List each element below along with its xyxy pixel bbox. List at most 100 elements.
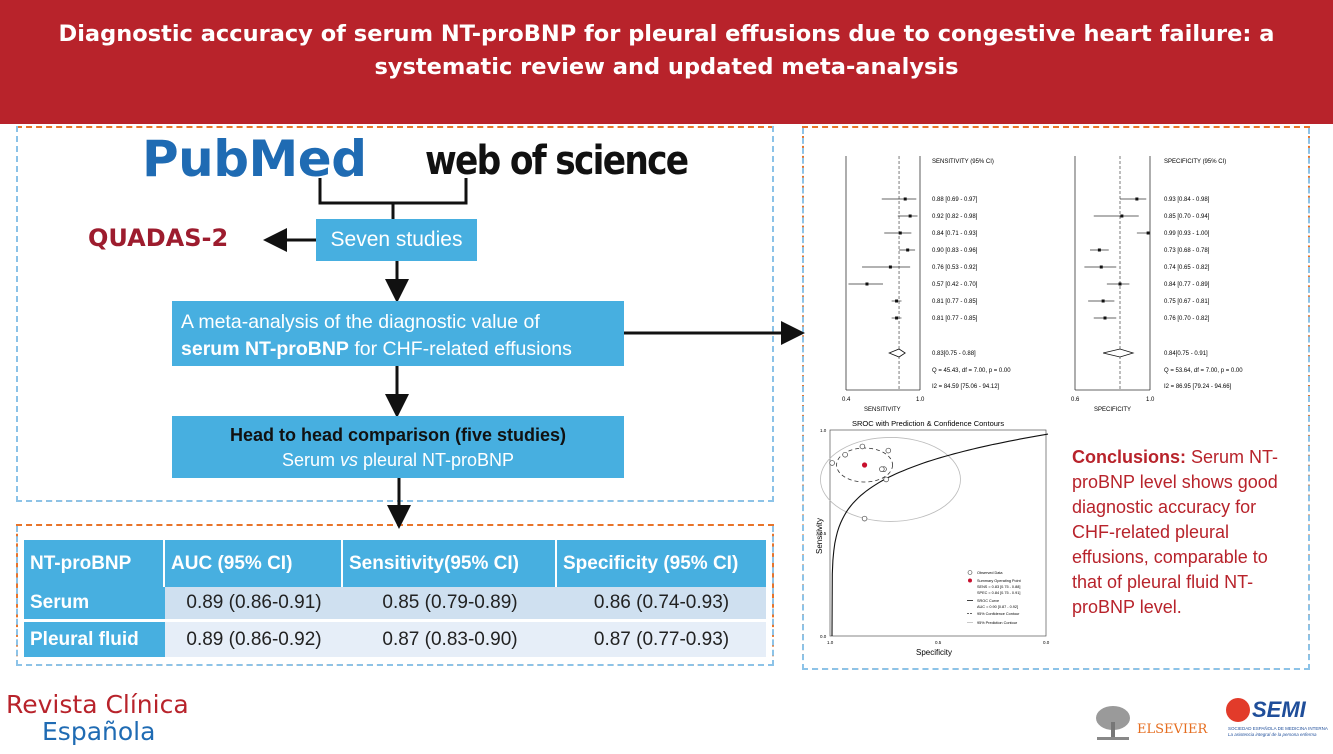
sens-q-stat: Q = 45.43, df = 7.00, p = 0.00 — [932, 368, 1011, 374]
sroc-ylabel: Sensitivity — [815, 518, 824, 554]
sroc-ticks: 1.0 0.5 0.0 0.0 0.5 1.0 — [820, 428, 1050, 645]
pubmed-logo: PubMed — [142, 130, 367, 188]
legend-observed-marker — [967, 570, 973, 575]
legend-entry: 95% Confidence Contour — [977, 612, 1020, 616]
observed-point — [859, 443, 866, 450]
title-line-1: Diagnostic accuracy of serum NT-proBNP f… — [58, 21, 1275, 47]
column-header: NT-proBNP — [24, 540, 165, 587]
sroc-y-tick: 1.0 — [820, 428, 827, 433]
observed-point — [842, 451, 848, 458]
sensitivity-cell: 0.87 (0.83-0.90) — [343, 622, 557, 657]
spec-study-label: 0.76 [0.70 - 0.82] — [1164, 316, 1210, 322]
seven-studies-box: Seven studies — [316, 219, 477, 261]
sroc-frame — [829, 429, 1047, 637]
web-of-science-logo: web of science — [425, 138, 689, 184]
spec-study-label: 0.84 [0.77 - 0.89] — [1164, 282, 1210, 288]
spec-point — [1135, 197, 1139, 201]
spec-study-label: 0.93 [0.84 - 0.98] — [1164, 197, 1210, 203]
specificity-cell: 0.87 (0.77-0.93) — [557, 622, 766, 657]
semi-tagline: La asistencia integral de la persona enf… — [1228, 732, 1317, 737]
sroc-curve — [831, 433, 1049, 637]
observed-point — [861, 515, 868, 522]
spec-study-label: 0.75 [0.67 - 0.81] — [1164, 299, 1210, 305]
semi-logo-icon — [1226, 698, 1250, 722]
sensitivity-forest-plot: SENSITIVITY (95% CI) 0.4 1.0 SENSITIVITY… — [842, 156, 1011, 413]
sroc-x-tick: 0.0 — [1043, 640, 1050, 645]
spec-point — [1120, 214, 1124, 218]
spec-point — [1103, 316, 1107, 320]
head-serum: Serum — [281, 450, 340, 470]
sens-study-label: 0.81 [0.77 - 0.85] — [932, 316, 978, 322]
sens-i2-stat: I2 = 84.59 [75.06 - 94.12] — [932, 384, 1000, 390]
spec-study-label: 0.73 [0.68 - 0.78] — [1164, 248, 1210, 254]
column-header: Specificity (95% CI) — [557, 540, 766, 587]
sensitivity-cell: 0.85 (0.79-0.89) — [343, 587, 557, 622]
sroc-x-tick: 1.0 — [827, 640, 834, 645]
sens-point — [908, 214, 912, 218]
sroc-x-tick: 0.5 — [935, 640, 942, 645]
specificity-cell: 0.86 (0.74-0.93) — [557, 587, 766, 622]
spec-tick: 1.0 — [1146, 397, 1155, 403]
sens-header: SENSITIVITY (95% CI) — [932, 159, 994, 165]
sroc-xlabel: Specificity — [916, 648, 952, 657]
quadas-label: QUADAS-2 — [88, 224, 229, 252]
conclusions-text: Conclusions: Serum NT-proBNP level shows… — [1072, 445, 1302, 620]
table-row: Pleural fluid 0.89 (0.86-0.92) 0.87 (0.8… — [24, 622, 766, 657]
meta-line-1: A meta-analysis of the diagnostic value … — [181, 311, 540, 333]
legend-entry: 95% Prediction Contour — [977, 621, 1018, 625]
sens-pooled-diamond — [888, 348, 906, 358]
title-line-2: systematic review and updated meta-analy… — [374, 54, 959, 80]
sens-study-label: 0.76 [0.53 - 0.92] — [932, 265, 978, 271]
title-banner: Diagnostic accuracy of serum NT-proBNP f… — [0, 0, 1333, 124]
legend-entry: SENS = 0.83 [0.75 - 0.88] — [977, 585, 1020, 589]
sens-study-label: 0.88 [0.69 - 0.97] — [932, 197, 978, 203]
prediction-contour — [820, 437, 961, 522]
table-row: Serum 0.89 (0.86-0.91) 0.85 (0.79-0.89) … — [24, 587, 766, 622]
sroc-y-tick: 0.0 — [820, 634, 827, 639]
observed-point — [885, 447, 892, 454]
sens-point — [888, 265, 892, 269]
spec-i2-stat: I2 = 86.95 [79.24 - 94.66] — [1164, 384, 1232, 390]
spec-tick: 0.6 — [1071, 397, 1080, 403]
semi-logo: SEMI — [1252, 697, 1306, 722]
observed-point — [829, 460, 835, 466]
forest-plots: SENSITIVITY (95% CI) 0.4 1.0 SENSITIVITY… — [842, 156, 1243, 413]
elsevier-logo: ELSEVIER — [1137, 722, 1208, 737]
head-to-head-box: Head to head comparison (five studies) S… — [172, 416, 624, 478]
sens-study-label: 0.81 [0.77 - 0.85] — [932, 299, 978, 305]
sens-study-label: 0.90 [0.83 - 0.96] — [932, 248, 978, 254]
conclusions-label: Conclusions: — [1072, 447, 1187, 467]
semi-subtitle: SOCIEDAD ESPAÑOLA DE MEDICINA INTERNA La… — [1228, 726, 1328, 738]
sens-point — [903, 197, 907, 201]
spec-study-label: 0.99 [0.93 - 1.00] — [1164, 231, 1210, 237]
auc-cell: 0.89 (0.86-0.92) — [165, 622, 343, 657]
sens-point — [898, 231, 902, 235]
row-label: Pleural fluid — [24, 622, 165, 657]
results-table: NT-proBNP AUC (95% CI) Sensitivity(95% C… — [24, 540, 766, 657]
head-rest: pleural NT-proBNP — [357, 450, 515, 470]
sroc-y-tick: 0.5 — [820, 531, 827, 536]
elsevier-tree-icon — [1093, 704, 1133, 742]
results-table-panel-inner — [16, 526, 774, 666]
spec-pooled-diamond — [1103, 348, 1135, 358]
spec-axis-label: SPECIFICITY — [1094, 407, 1131, 413]
espanola-logo: Española — [42, 717, 156, 746]
sens-study-label: 0.57 [0.42 - 0.70] — [932, 282, 978, 288]
spec-point — [1097, 248, 1101, 252]
legend-entry: SROC Curve — [977, 599, 999, 603]
legend-entry: Observed Data — [977, 571, 1003, 575]
spec-pooled-label: 0.84[0.75 - 0.91] — [1164, 351, 1208, 357]
row-label: Serum — [24, 587, 165, 622]
revista-logo: Revista Clínica — [6, 690, 189, 719]
spec-study-label: 0.85 [0.70 - 0.94] — [1164, 214, 1210, 220]
meta-bold: serum NT-proBNP — [181, 338, 349, 360]
sens-study-label: 0.84 [0.71 - 0.93] — [932, 231, 978, 237]
specificity-forest-plot: SPECIFICITY (95% CI) 0.6 1.0 SPECIFICITY… — [1071, 156, 1243, 413]
spec-header: SPECIFICITY (95% CI) — [1164, 159, 1226, 165]
search-flow-panel-inner — [16, 126, 774, 502]
sens-point — [906, 248, 910, 252]
head-vs: vs — [339, 450, 358, 470]
spec-point — [1099, 265, 1103, 269]
sroc-title: SROC with Prediction & Confidence Contou… — [852, 419, 1004, 428]
sens-point — [865, 282, 869, 286]
